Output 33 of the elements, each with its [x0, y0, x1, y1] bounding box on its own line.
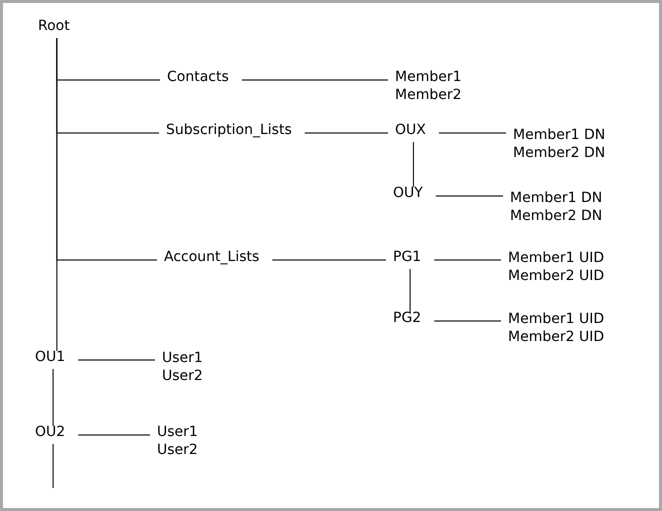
tree-label: Member2 DN	[510, 207, 602, 225]
tree-label: Member1 DN	[513, 126, 606, 144]
tree-label: PG1	[393, 248, 422, 266]
connector-line	[52, 444, 54, 488]
tree-label: OUX	[395, 121, 426, 139]
connector-line	[412, 142, 414, 188]
tree-label: Account_Lists	[164, 248, 260, 266]
tree-label: Contacts	[167, 68, 229, 86]
tree-label: Member2 UID	[508, 267, 604, 285]
connector-line	[438, 132, 506, 134]
tree-label: Member1 UID	[508, 249, 604, 267]
tree-label: OU2	[35, 423, 66, 441]
connector-line	[410, 268, 411, 312]
connector-line	[304, 132, 388, 134]
tree-label: Member1	[395, 68, 462, 86]
tree-label: Member2 DN	[513, 144, 606, 162]
connector-line	[56, 38, 58, 352]
tree-label: Member2	[395, 86, 462, 104]
tree-label: OUY	[393, 184, 423, 202]
tree-label: Member2 UID	[508, 328, 604, 346]
tree-label: User2	[162, 367, 203, 385]
connector-line	[434, 320, 502, 322]
tree-label: User1	[157, 423, 198, 441]
tree-label: User2	[157, 441, 198, 459]
connector-line	[78, 434, 150, 436]
tree-label: User1	[162, 349, 203, 367]
tree-label: OU1	[35, 348, 66, 366]
tree-label: PG2	[393, 309, 422, 327]
tree-label: Subscription_Lists	[166, 121, 292, 139]
tree-label: Member1 DN	[510, 189, 602, 207]
tree-label: Member1 UID	[508, 310, 604, 328]
tree-label: Root	[38, 17, 70, 35]
connector-line	[52, 368, 54, 426]
